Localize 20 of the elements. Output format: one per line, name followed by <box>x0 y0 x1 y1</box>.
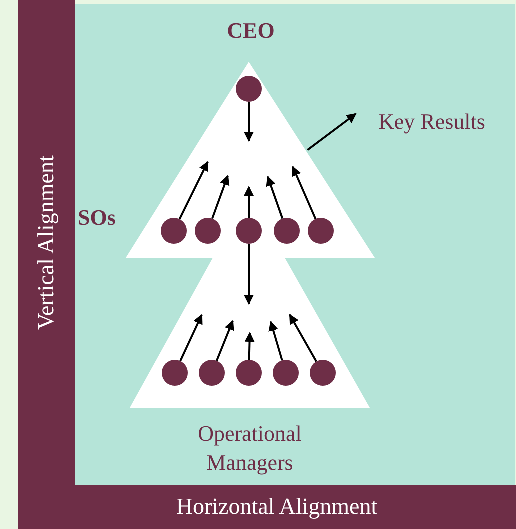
arrow <box>216 320 234 362</box>
arrow <box>178 161 209 220</box>
arrow <box>307 113 357 151</box>
alignment-band: Horizontal Alignment <box>18 485 516 529</box>
arrow <box>244 186 254 218</box>
arrow <box>244 102 254 142</box>
arrow <box>244 332 255 360</box>
result-label: Key Results <box>362 106 502 138</box>
arrow <box>268 321 284 361</box>
arrow <box>180 314 203 362</box>
level-label: SOs <box>78 205 116 231</box>
triangle-shape <box>126 20 376 258</box>
arrow <box>289 314 318 362</box>
arrow <box>244 244 254 305</box>
heading-label: CEO <box>226 20 276 42</box>
alignment-band: Vertical Alignment <box>18 0 75 485</box>
arrow <box>292 166 317 220</box>
caption-label: Operational Managers <box>197 420 303 477</box>
arrow <box>212 175 230 220</box>
arrow <box>266 176 284 220</box>
